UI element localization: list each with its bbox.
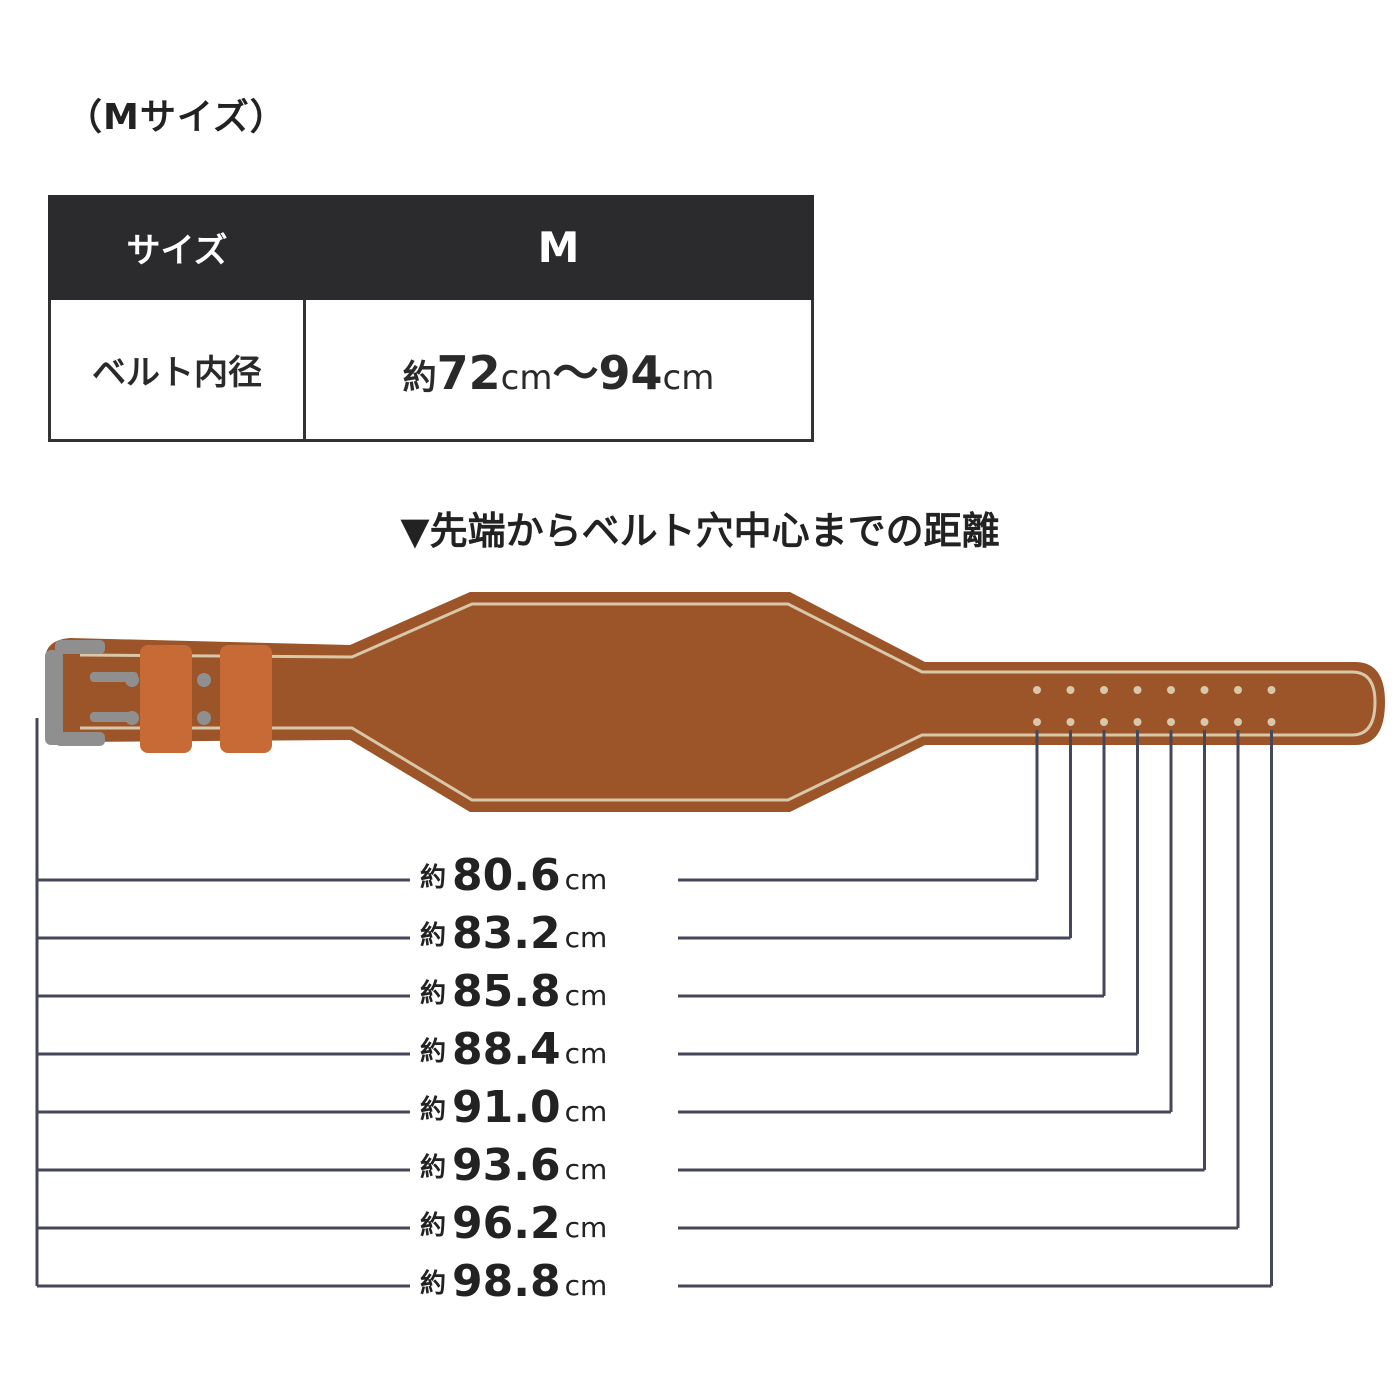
rivets <box>125 673 211 725</box>
belt-hole <box>1167 686 1175 694</box>
belt-stitching <box>79 602 1377 802</box>
table-header-value: M <box>303 195 814 300</box>
measurement-value: 83.2 <box>452 908 561 959</box>
table-header-row: サイズ M <box>48 195 814 300</box>
measurement-unit: cm <box>564 979 608 1012</box>
belt-hole <box>1100 718 1108 726</box>
measurement-unit: cm <box>564 1153 608 1186</box>
belt-hole <box>1133 718 1142 726</box>
size-caption: （Mサイズ） <box>66 97 287 138</box>
measurement-unit: cm <box>564 1269 608 1302</box>
measurement-unit: cm <box>564 1211 608 1244</box>
measurement-value: 93.6 <box>452 1140 561 1191</box>
measurement-prefix: 約 <box>420 1269 447 1299</box>
size-table: サイズ M ベルト内径 約72cm〜94cm <box>48 195 814 442</box>
measurement-value: 88.4 <box>452 1024 561 1075</box>
table-row-value: 約72cm〜94cm <box>303 297 814 442</box>
value-unit-2: cm <box>662 357 715 398</box>
belt-hole <box>1066 718 1075 726</box>
belt-keeper <box>220 645 272 753</box>
belt-hole <box>1033 686 1041 694</box>
table-header-label: サイズ <box>48 195 306 300</box>
belt-hole <box>1200 718 1209 726</box>
value-max: 94 <box>598 345 663 400</box>
table-row: ベルト内径 約72cm〜94cm <box>48 297 814 442</box>
value-separator: 〜 <box>552 345 599 400</box>
belt-hole <box>1234 718 1242 726</box>
value-min: 72 <box>436 345 501 400</box>
measurement-value: 98.8 <box>452 1256 561 1307</box>
belt-hole <box>1133 686 1142 694</box>
belt-hole <box>1234 686 1242 694</box>
belt-keeper <box>140 645 192 753</box>
measurement-prefix: 約 <box>420 1153 447 1183</box>
measurement-unit: cm <box>564 1095 608 1128</box>
section-title: ▼先端からベルト穴中心までの距離 <box>400 509 1000 553</box>
value-prefix: 約 <box>402 357 437 398</box>
belt-hole <box>1100 686 1108 694</box>
belt-hole <box>1267 686 1276 694</box>
measurement-value: 91.0 <box>452 1082 561 1133</box>
measurement-prefix: 約 <box>420 1037 447 1067</box>
measurement-unit: cm <box>564 921 608 954</box>
belt-hole <box>1200 686 1209 694</box>
measurement-prefix: 約 <box>420 921 447 951</box>
measurement-prefix: 約 <box>420 1211 447 1241</box>
measurement-value: 85.8 <box>452 966 561 1017</box>
measurement-prefix: 約 <box>420 863 447 893</box>
measurement-lines <box>35 718 1273 1288</box>
belt-hole <box>1033 718 1041 726</box>
measurement-unit: cm <box>564 863 608 896</box>
measurement-prefix: 約 <box>420 979 447 1009</box>
measurement-unit: cm <box>564 1037 608 1070</box>
value-unit-1: cm <box>500 357 553 398</box>
table-row-label: ベルト内径 <box>48 297 306 442</box>
measurement-prefix: 約 <box>420 1095 447 1125</box>
belt-body <box>45 592 1385 812</box>
belt-holes <box>1033 686 1276 726</box>
belt-hole <box>1066 686 1075 694</box>
measurement-value: 96.2 <box>452 1198 561 1249</box>
belt-hole <box>1267 718 1276 726</box>
measurement-value: 80.6 <box>452 850 561 901</box>
belt-hole <box>1167 718 1175 726</box>
